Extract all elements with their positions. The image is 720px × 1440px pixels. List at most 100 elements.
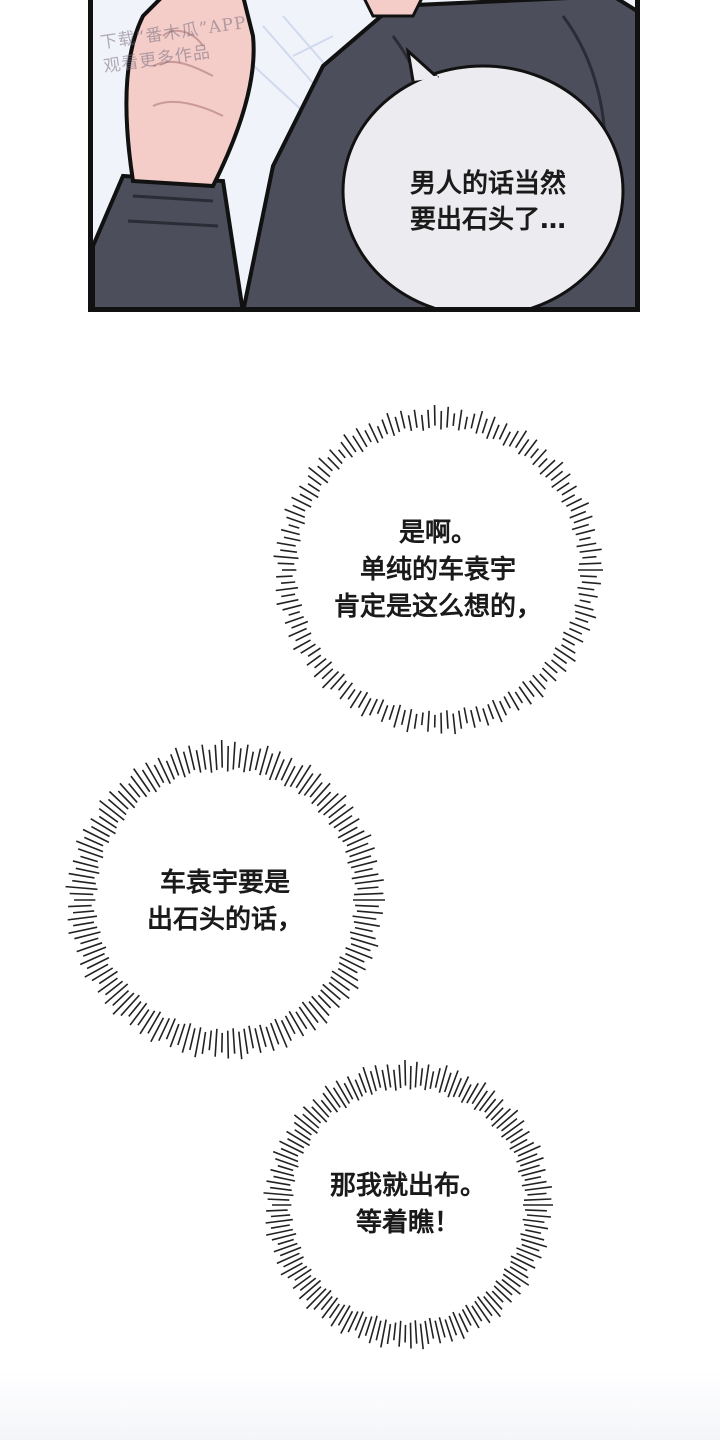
burst-stroke: [354, 1079, 364, 1097]
thought-line: 是啊。: [398, 518, 477, 548]
burst-stroke: [470, 709, 476, 728]
burst-stroke: [68, 872, 95, 879]
burst-stroke: [507, 691, 520, 711]
burst-stroke: [280, 1262, 303, 1276]
burst-stroke: [413, 409, 418, 428]
burst-lines: [273, 405, 603, 735]
burst-stroke: [582, 555, 597, 559]
burst-stroke: [420, 712, 424, 726]
burst-stroke: [295, 1011, 308, 1030]
burst-stroke: [150, 1017, 165, 1043]
burst-stroke: [521, 1180, 547, 1187]
burst-stroke: [522, 681, 535, 698]
burst-stroke: [554, 647, 576, 662]
burst-stroke: [475, 706, 482, 722]
burst-stroke: [516, 1247, 542, 1259]
burst-stroke: [330, 1304, 346, 1327]
burst-stroke: [343, 1082, 354, 1100]
burst-stroke: [188, 745, 196, 771]
burst-stroke: [80, 937, 99, 945]
burst-stroke: [434, 1068, 441, 1088]
burst-stroke: [350, 937, 379, 948]
burst-stroke: [299, 1277, 317, 1292]
burst-stroke: [486, 416, 496, 440]
burst-stroke: [398, 1064, 402, 1089]
burst-stroke: [283, 536, 301, 542]
burst-stroke: [352, 915, 377, 920]
burst-stroke: [299, 485, 319, 499]
burst-stroke: [321, 668, 334, 680]
burst-stroke: [313, 661, 333, 678]
burst-stroke: [291, 496, 312, 508]
burst-stroke: [267, 1198, 290, 1201]
burst-stroke: [491, 699, 503, 723]
burst-stroke: [169, 1023, 180, 1048]
burst-stroke: [350, 943, 371, 952]
burst-stroke: [541, 667, 557, 682]
burst-stroke: [447, 1070, 459, 1098]
burst-stroke: [465, 1304, 480, 1329]
burst-stroke: [306, 1286, 322, 1301]
burst-stroke: [259, 745, 269, 776]
burst-stroke: [502, 431, 511, 446]
burst-stroke: [400, 709, 406, 725]
burst-stroke: [90, 817, 116, 835]
burst-stroke: [266, 1180, 291, 1186]
burst-stroke: [337, 967, 359, 982]
burst-stroke: [288, 610, 301, 616]
burst-stroke: [354, 867, 373, 874]
burst-stroke: [320, 1099, 332, 1113]
burst-stroke: [501, 1120, 525, 1138]
burst-stroke: [580, 575, 597, 578]
burst-stroke: [329, 449, 343, 465]
speech-line: 男人的话当然: [409, 169, 566, 199]
burst-stroke: [538, 457, 548, 468]
burst-stroke: [284, 616, 304, 625]
burst-stroke: [523, 1223, 549, 1230]
thought-line: 单纯的车袁宇: [359, 555, 516, 585]
burst-stroke: [263, 1192, 294, 1197]
burst-stroke: [266, 1228, 294, 1236]
burst-stroke: [424, 1064, 430, 1091]
burst-stroke: [530, 448, 540, 459]
burst-stroke: [473, 1090, 488, 1111]
burst-stroke: [529, 680, 544, 698]
burst-stroke: [452, 1311, 465, 1339]
burst-stroke: [353, 892, 384, 896]
burst-stroke: [177, 1023, 186, 1046]
burst-stroke: [353, 921, 380, 927]
burst-stroke: [561, 494, 576, 503]
burst-stroke: [386, 1064, 392, 1088]
burst-stroke: [446, 710, 449, 729]
burst-stroke: [283, 1256, 304, 1268]
burst-stroke: [269, 1186, 292, 1192]
burst-stroke: [569, 510, 587, 519]
burst-stroke: [98, 970, 118, 985]
burst-stroke: [133, 768, 151, 793]
burst-stroke: [516, 1153, 538, 1163]
burst-stroke: [276, 598, 299, 606]
burst-stroke: [280, 549, 298, 553]
comic-panel: 下载“番木瓜”APP 观看更多作品 男人的话当然 要出石头了…: [88, 0, 640, 312]
burst-stroke: [502, 1273, 521, 1288]
burst-stroke: [130, 775, 148, 798]
burst-stroke: [67, 915, 98, 921]
burst-stroke: [76, 942, 103, 953]
burst-stroke: [323, 794, 347, 816]
burst-stroke: [328, 806, 354, 826]
burst-stroke: [354, 926, 373, 933]
burst-stroke: [277, 1238, 294, 1246]
burst-stroke: [328, 1303, 340, 1319]
fist-shape: [124, 0, 256, 189]
burst-stroke: [576, 542, 597, 548]
burst-stroke: [357, 691, 369, 709]
burst-stroke: [332, 1087, 348, 1109]
burst-stroke: [339, 956, 366, 971]
burst-stroke: [91, 967, 114, 982]
burst-stroke: [374, 1065, 382, 1088]
panel-artwork: [93, 0, 635, 307]
burst-stroke: [189, 1028, 196, 1051]
burst-stroke: [452, 1077, 463, 1098]
burst-stroke: [561, 644, 576, 654]
burst-stroke: [523, 439, 538, 457]
